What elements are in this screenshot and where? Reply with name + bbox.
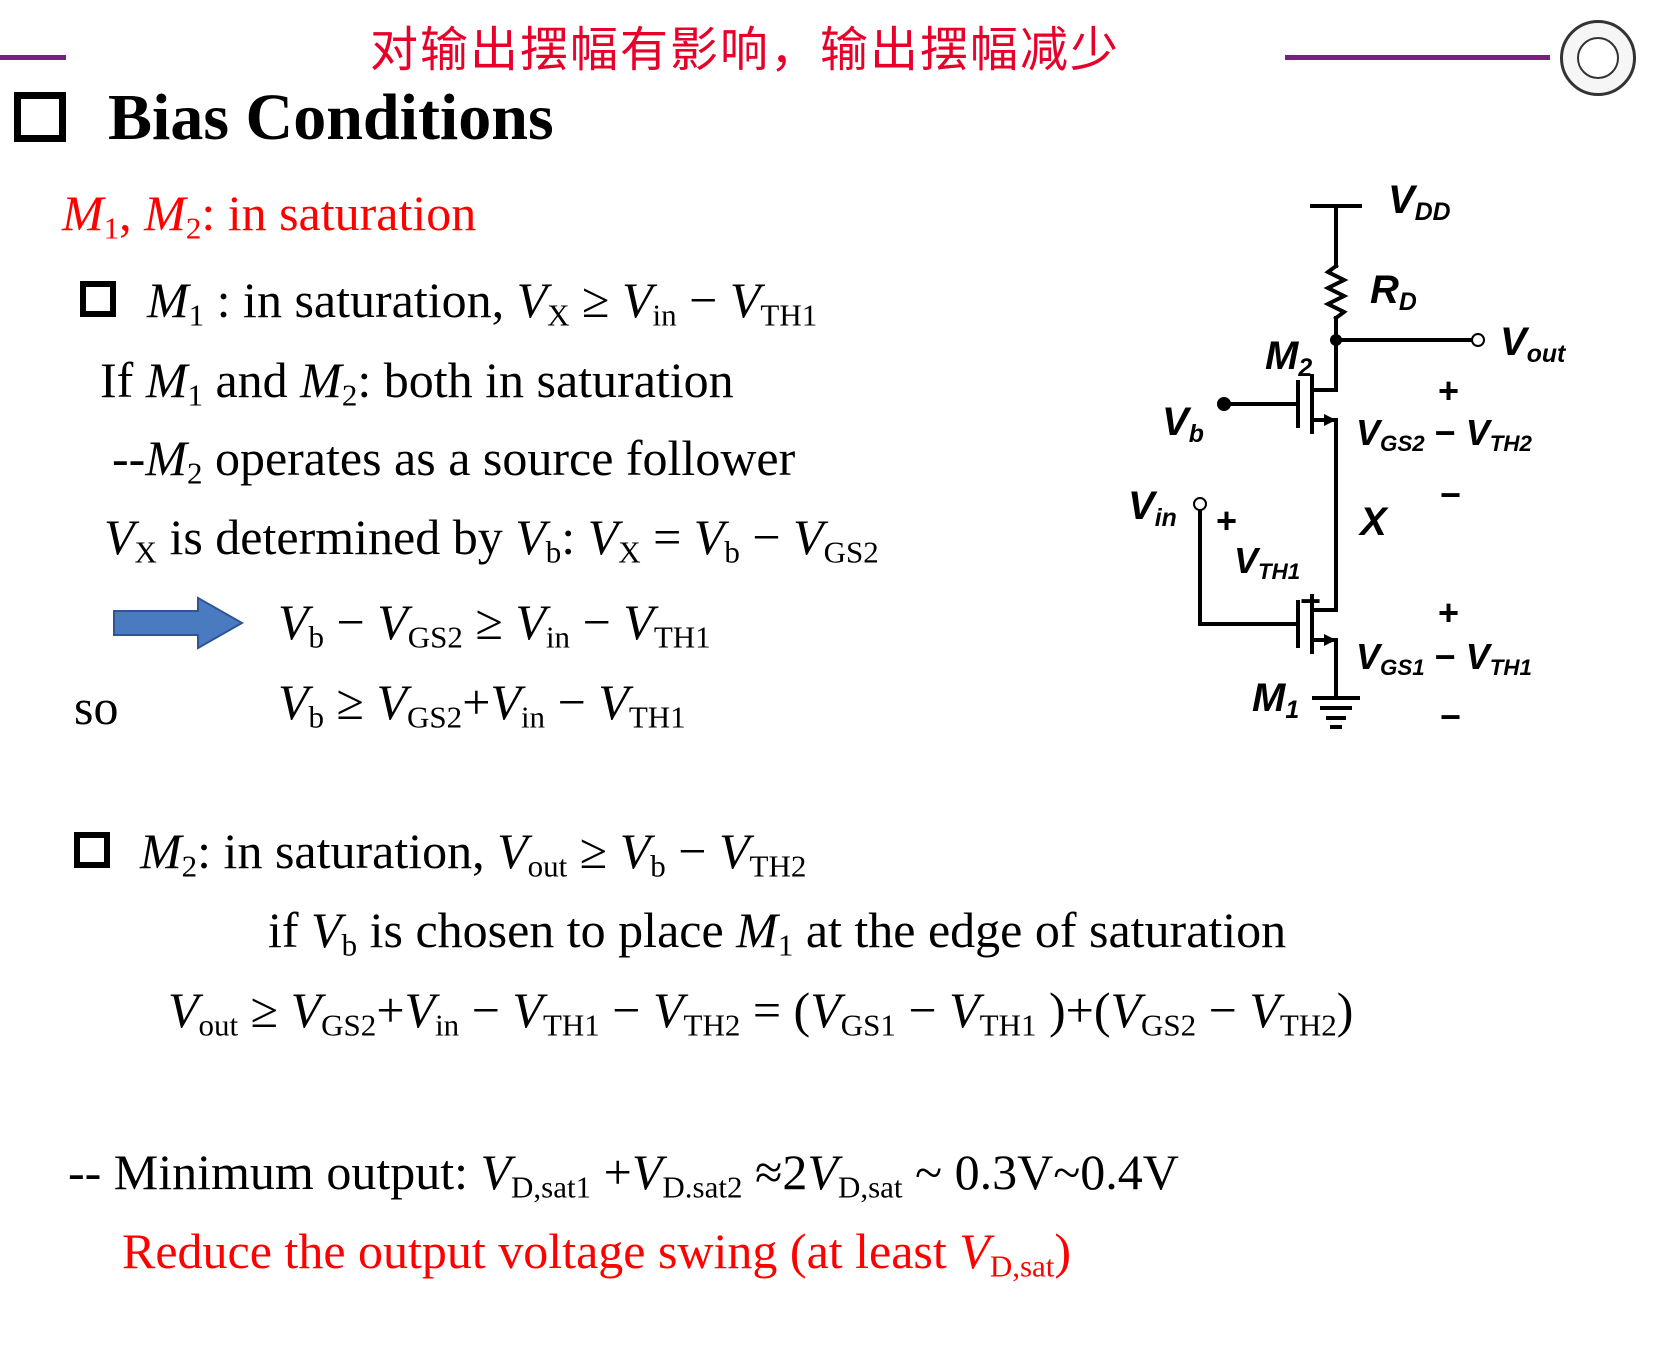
vin-terminal [1193, 497, 1207, 511]
label-vin: Vin [1128, 484, 1177, 532]
label-m1: M1 [1252, 676, 1300, 724]
label-minus-vgs2: − [1440, 474, 1462, 515]
label-vth1: VTH1 [1234, 540, 1301, 585]
handwritten-annotation: 对输出摆幅有影响，输出摆幅减少 [370, 22, 1121, 78]
label-minus-vgs1: − [1440, 696, 1462, 737]
label-vdd: VDD [1388, 178, 1451, 226]
bullet-m1-icon [80, 281, 116, 317]
line-edge-of-saturation: if Vb is chosen to place M1 at the edge … [268, 902, 1287, 963]
label-vgs1-vth1: VGS1 − VTH1 [1356, 636, 1532, 681]
label-plus-vin: + [1216, 500, 1238, 541]
label-minus-vth1: − [1300, 580, 1322, 621]
label-rd: RD [1370, 268, 1417, 316]
line-vb-inequality: Vb − VGS2 ≥ Vin − VTH1 [278, 594, 711, 655]
university-seal-icon [1560, 20, 1636, 96]
vb-terminal [1217, 397, 1231, 411]
line-minimum-output: -- Minimum output: VD,sat1 +VD.sat2 ≈2VD… [68, 1144, 1179, 1205]
m2-source-arrow [1324, 414, 1336, 426]
line-source-follower: --M2 operates as a source follower [112, 430, 796, 491]
line-m1-condition: M1 : in saturation, VX ≥ Vin − VTH1 [147, 272, 818, 333]
label-vout: Vout [1500, 320, 1566, 368]
header-rule-right [1285, 55, 1550, 60]
line-vout-equation: Vout ≥ VGS2+Vin − VTH1 − VTH2 = (VGS1 − … [168, 982, 1354, 1043]
vdd-node-dot [1330, 334, 1342, 346]
line-m1-m2-saturation: M1, M2: in saturation [62, 185, 477, 246]
label-vb: Vb [1162, 400, 1204, 448]
implies-arrow-icon [113, 596, 244, 650]
bullet-m2-icon [74, 832, 110, 868]
vout-terminal [1471, 333, 1485, 347]
header-rule-left [0, 55, 66, 60]
page-title: Bias Conditions [108, 81, 554, 154]
line-so-label: so [74, 679, 119, 735]
label-m2: M2 [1265, 334, 1313, 382]
label-plus-vgs1: + [1438, 592, 1460, 633]
line-reduce-swing: Reduce the output voltage swing (at leas… [122, 1223, 1072, 1284]
resistor-rd [1323, 263, 1349, 321]
label-vgs2-vth2: VGS2 − VTH2 [1356, 412, 1532, 457]
m1-source-arrow [1324, 634, 1336, 646]
line-vx-determined: VX is determined by Vb: VX = Vb − VGS2 [104, 509, 879, 570]
line-both-saturation: If M1 and M2: both in saturation [100, 352, 734, 413]
label-plus-vgs2: + [1438, 370, 1460, 411]
title-bullet-icon [14, 92, 66, 142]
line-m2-condition: M2: in saturation, Vout ≥ Vb − VTH2 [140, 823, 807, 884]
label-node-x: X [1360, 500, 1387, 544]
cascode-circuit-diagram [1193, 204, 1485, 729]
line-vb-result: Vb ≥ VGS2+Vin − VTH1 [278, 674, 686, 735]
